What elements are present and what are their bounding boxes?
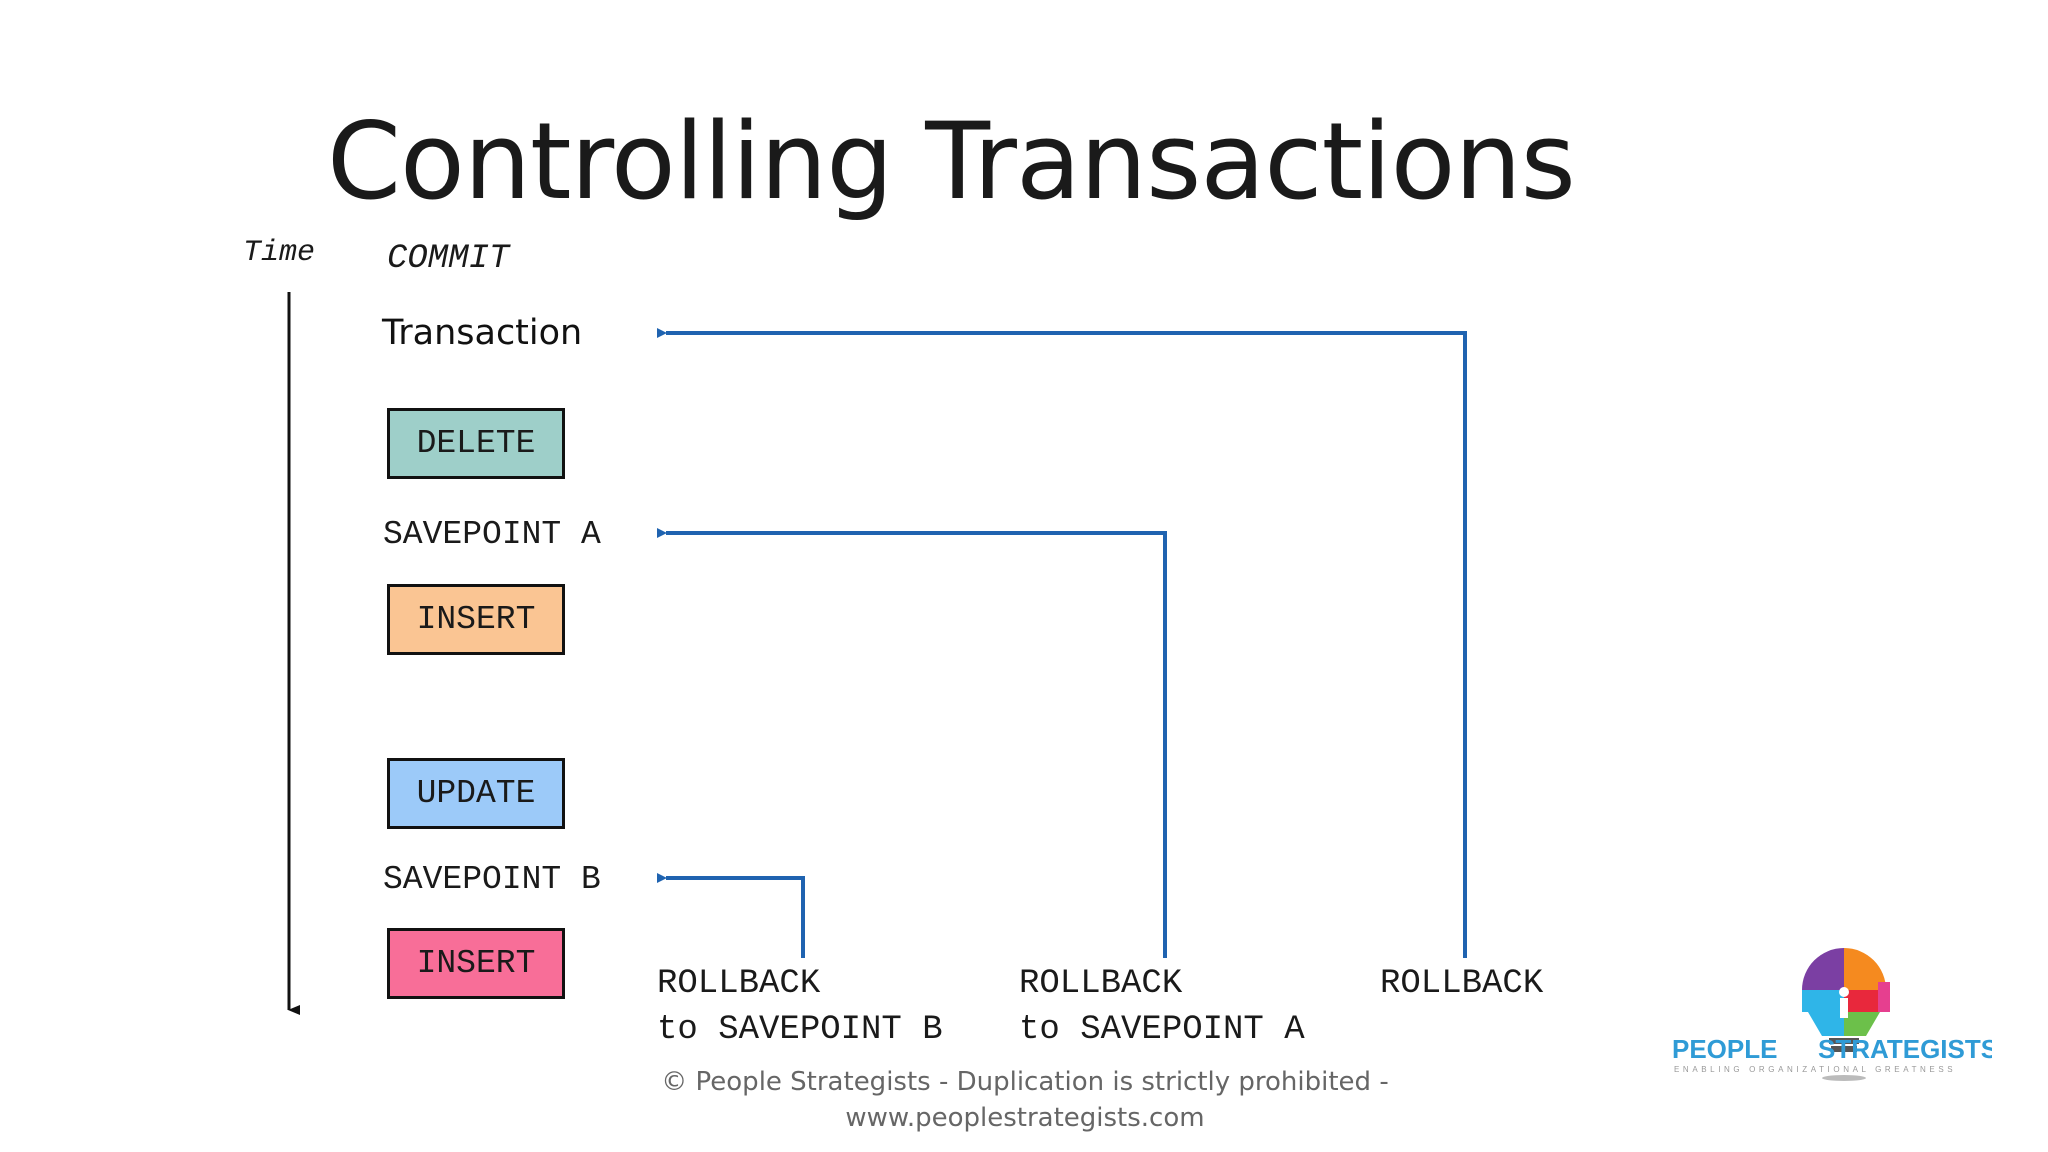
footer-line-2: www.peoplestrategists.com bbox=[845, 1103, 1205, 1133]
insert-statement-box-1: INSERT bbox=[387, 584, 565, 655]
insert-statement-box-2: INSERT bbox=[387, 928, 565, 999]
rollback-full-arrow bbox=[657, 328, 1467, 958]
footer-line-1: © People Strategists - Duplication is st… bbox=[661, 1067, 1389, 1097]
rollback-to-b-line2: to SAVEPOINT B bbox=[657, 1011, 943, 1049]
logo-word-strategists: STRATEGISTS bbox=[1818, 1034, 1992, 1064]
lightbulb-icon bbox=[1802, 948, 1890, 1081]
logo-tagline: ENABLING ORGANIZATIONAL GREATNESS bbox=[1674, 1065, 1956, 1074]
rollback-full-label: ROLLBACK bbox=[1380, 965, 1544, 1003]
time-axis-label: Time bbox=[243, 236, 316, 270]
commit-label: COMMIT bbox=[387, 240, 510, 278]
rollback-to-b-line1: ROLLBACK bbox=[657, 965, 821, 1003]
rollback-to-savepoint-a-arrow bbox=[657, 528, 1167, 958]
copyright-footer: © People Strategists - Duplication is st… bbox=[560, 1064, 1490, 1136]
update-statement-box: UPDATE bbox=[387, 758, 565, 829]
transaction-label: Transaction bbox=[382, 313, 583, 353]
people-strategists-logo: PEOPLE STRATEGISTS ENABLING ORGANIZATION… bbox=[1672, 948, 1992, 1081]
rollback-to-a-line1: ROLLBACK bbox=[1019, 965, 1183, 1003]
slide-title: Controlling Transactions bbox=[327, 100, 1576, 223]
rollback-to-a-line2: to SAVEPOINT A bbox=[1019, 1011, 1305, 1049]
rollback-to-savepoint-b-label: ROLLBACK to SAVEPOINT B bbox=[657, 961, 943, 1053]
logo-word-people: PEOPLE bbox=[1672, 1034, 1777, 1064]
rollback-to-savepoint-a-label: ROLLBACK to SAVEPOINT A bbox=[1019, 961, 1305, 1053]
delete-statement-box: DELETE bbox=[387, 408, 565, 479]
savepoint-b-label: SAVEPOINT B bbox=[383, 861, 601, 898]
savepoint-a-label: SAVEPOINT A bbox=[383, 516, 601, 553]
rollback-to-savepoint-b-arrow bbox=[657, 873, 805, 958]
